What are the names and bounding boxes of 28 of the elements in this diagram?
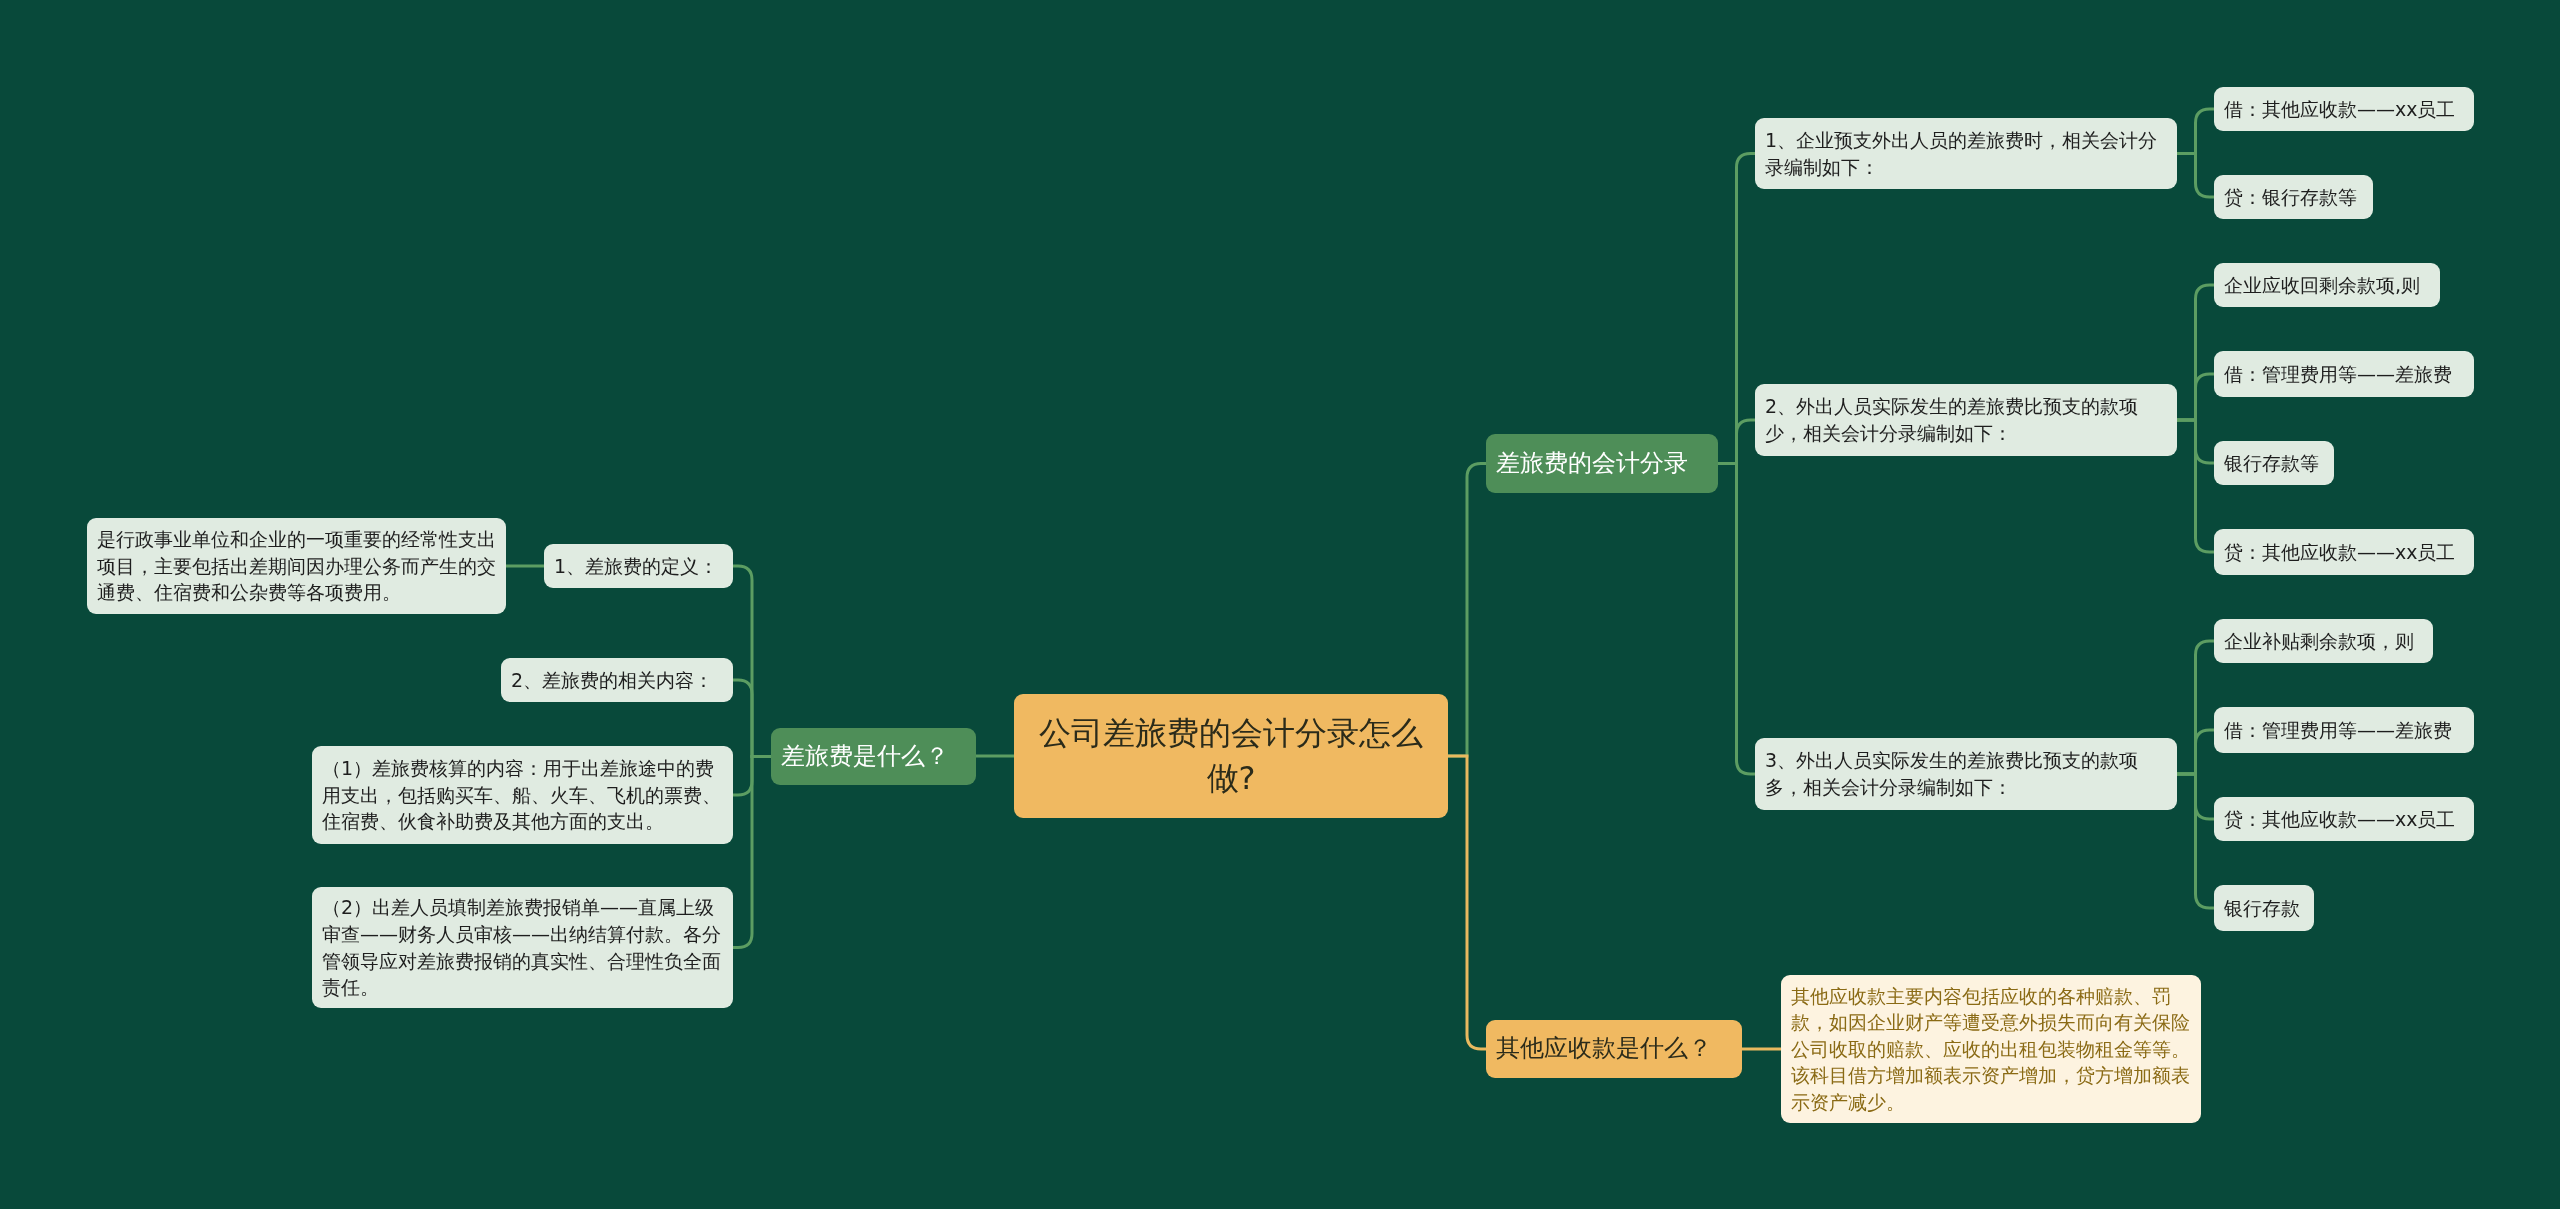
note-box: 其他应收款主要内容包括应收的各种赔款、罚款，如因企业财产等遭受意外损失而向有关保险公司收取的赔款、应收的出租包装物租金等等。该科目借方增加额表示资产增加，贷方增加额表示资产减少。 (1781, 975, 2201, 1123)
subtopic-box: 银行存款等 (2214, 441, 2334, 485)
subtopic-box: 银行存款 (2214, 885, 2314, 931)
central-topic-box: 公司差旅费的会计分录怎么做? (1014, 694, 1448, 818)
subtopic-box: 1、企业预支外出人员的差旅费时，相关会计分录编制如下： (1755, 118, 2177, 189)
subtopic-box: 贷：银行存款等 (2214, 175, 2373, 219)
subtopic-box: （1）差旅费核算的内容：用于出差旅途中的费用支出，包括购买车、船、火车、飞机的票费、住宿费、伙食补助费及其他方面的支出。 (312, 746, 733, 844)
subtopic-box: 是行政事业单位和企业的一项重要的经常性支出项目，主要包括出差期间因办理公务而产生的交通费、住宿费和公杂费等各项费用。 (87, 518, 506, 614)
subtopic-box: 1、差旅费的定义： (544, 544, 733, 588)
subtopic-box: 2、差旅费的相关内容： (501, 658, 733, 702)
subtopic-box: 贷：其他应收款——xx员工 (2214, 529, 2474, 575)
branch-topic-box: 其他应收款是什么？ (1486, 1020, 1742, 1078)
connector-line (2177, 152, 2214, 199)
subtopic-box: 贷：其他应收款——xx员工 (2214, 797, 2474, 841)
connector-line (506, 564, 544, 568)
subtopic-box: 3、外出人员实际发生的差旅费比预支的款项多，相关会计分录编制如下： (1755, 738, 2177, 810)
subtopic-box: 企业补贴剩余款项，则 (2214, 619, 2433, 663)
branch-topic-box: 差旅费的会计分录 (1486, 434, 1718, 493)
subtopic-box: 借：管理费用等——差旅费 (2214, 351, 2474, 397)
subtopic-box: 2、外出人员实际发生的差旅费比预支的款项少，相关会计分录编制如下： (1755, 384, 2177, 456)
subtopic-box: 借：其他应收款——xx员工 (2214, 87, 2474, 131)
connector-line (976, 754, 1014, 758)
branch-topic-box: 差旅费是什么？ (771, 728, 976, 785)
subtopic-box: （2）出差人员填制差旅费报销单——直属上级审查——财务人员审核——出纳结算付款。各分管领导应对差旅费报销的真实性、合理性负全面责任。 (312, 887, 733, 1008)
connector-line (1742, 1047, 1781, 1051)
subtopic-box: 企业应收回剩余款项,则 (2214, 263, 2440, 307)
connector-line (1448, 754, 1486, 1051)
subtopic-box: 借：管理费用等——差旅费 (2214, 707, 2474, 753)
